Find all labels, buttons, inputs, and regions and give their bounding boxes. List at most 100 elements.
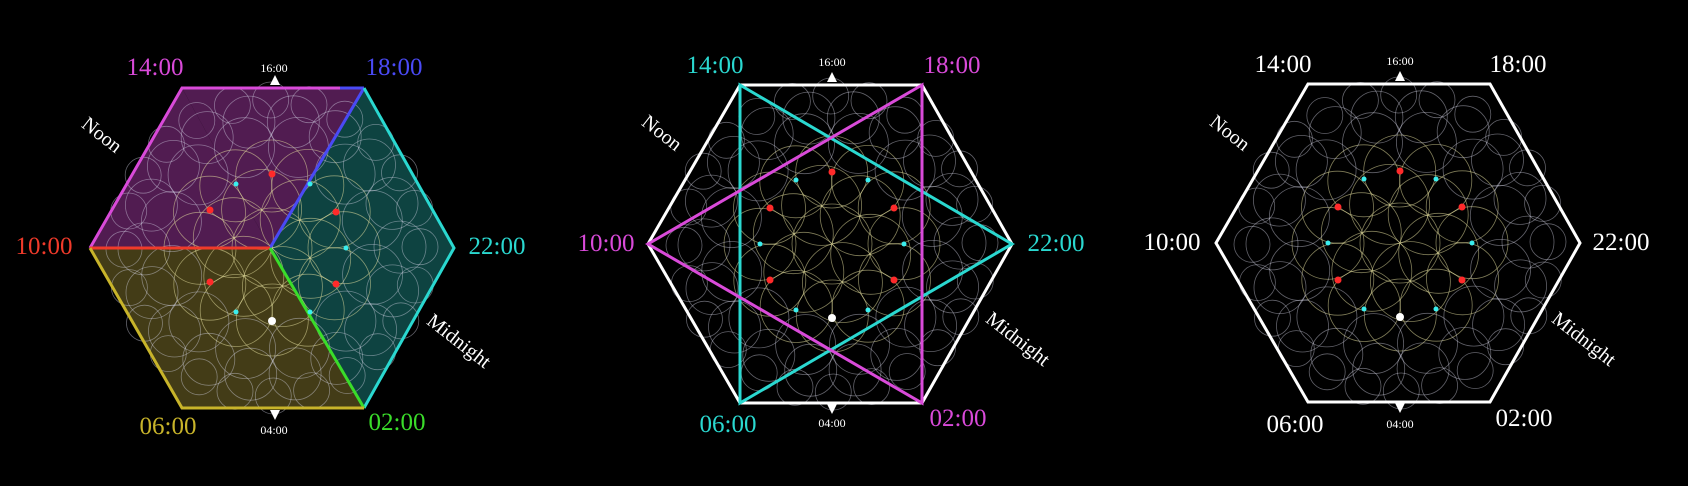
pattern-circle [1456, 352, 1494, 389]
label-0600: 06:00 [700, 411, 757, 438]
pattern-circle [752, 193, 834, 275]
pattern-circle [199, 274, 273, 347]
dot-red [332, 280, 340, 288]
pattern-circle [723, 207, 797, 281]
dot-cyan [307, 309, 313, 315]
pattern-circle [700, 187, 762, 249]
pattern-circle [1320, 192, 1402, 274]
hexagon-diagram-3: 14:00 16:00 18:00 22:00 02:00 04:00 06:0… [1128, 0, 1688, 486]
pattern-circle [192, 197, 274, 279]
label-midnight: Midnight [423, 310, 496, 373]
pattern-circle [827, 112, 889, 174]
pattern-circle [1295, 139, 1357, 201]
dot-cyan [1325, 240, 1331, 246]
pattern-circle [141, 245, 203, 306]
hexagon-diagram-1-svg: 14:00 16:00 18:00 22:00 02:00 04:00 06:0… [16, 54, 526, 440]
label-1000: 10:00 [1144, 229, 1201, 256]
marker-bottom [827, 404, 837, 414]
pattern-circle [1349, 163, 1431, 245]
pattern-circle [307, 211, 381, 285]
pattern-circle [850, 82, 888, 120]
marker-top [827, 72, 837, 82]
marker-bottom [1395, 403, 1405, 413]
pattern-circle [902, 239, 964, 301]
pattern-circle [903, 134, 956, 188]
circle-pattern-1 [105, 81, 439, 415]
pattern-circle [926, 260, 980, 314]
pattern-circle [830, 213, 912, 295]
pattern-circle [1485, 118, 1523, 156]
edge-green [268, 247, 366, 409]
pattern-circle [365, 176, 419, 230]
pattern-circle [888, 353, 926, 390]
pattern-circle [1501, 215, 1555, 269]
pattern-circle [1387, 174, 1469, 256]
dot-cyan [757, 241, 763, 247]
edge-yellow [88, 247, 364, 410]
pattern-circle [868, 106, 922, 160]
label-0400: 04:00 [818, 416, 845, 430]
dot-cyan [865, 177, 871, 183]
pattern-circle [819, 175, 901, 257]
label-1600: 16:00 [818, 55, 845, 69]
triangle-cyan [738, 82, 1015, 406]
pattern-circle [728, 287, 790, 349]
dot-red [1396, 167, 1404, 175]
hexagon-diagram-2: 14:00 16:00 18:00 22:00 02:00 04:00 06:0… [562, 0, 1122, 486]
pattern-circle [773, 83, 811, 120]
pattern-circle [1327, 269, 1401, 342]
marker-bottom [270, 410, 280, 420]
pattern-circle [1253, 261, 1307, 315]
circle-pattern-3 [1233, 76, 1567, 410]
pattern-circle [686, 300, 723, 338]
pattern-circle [919, 329, 957, 367]
pattern-circle [782, 91, 836, 145]
pattern-circle [1344, 367, 1382, 405]
label-2200: 22:00 [469, 233, 526, 260]
label-2200: 22:00 [1593, 229, 1650, 256]
pattern-circle [1454, 95, 1492, 133]
pattern-circle [941, 150, 978, 188]
dot-red [1334, 276, 1342, 284]
marker-top [1395, 71, 1405, 81]
hexagon-diagram-2-svg: 14:00 16:00 18:00 22:00 02:00 04:00 06:0… [578, 52, 1085, 438]
label-1800: 18:00 [366, 54, 423, 81]
dot-red [890, 204, 898, 212]
pattern-circle [1343, 313, 1405, 375]
pattern-circle [146, 139, 200, 193]
pattern-circle [1341, 82, 1379, 119]
pattern-circle [214, 117, 275, 179]
pattern-circle [1350, 90, 1404, 144]
edge-cyan [362, 87, 456, 409]
pattern-circle [1296, 286, 1358, 348]
pattern-circle [1443, 285, 1505, 347]
pattern-circle [1331, 230, 1413, 312]
label-midnight: Midnight [982, 308, 1055, 371]
pattern-circle [763, 231, 845, 313]
pattern-circle [310, 331, 364, 385]
pattern-circle [235, 283, 309, 357]
pattern-circle [1276, 299, 1329, 353]
pattern-circle [1342, 112, 1403, 174]
dot-cyan [1361, 306, 1367, 312]
pattern-circle [167, 144, 229, 206]
label-0600: 06:00 [140, 413, 197, 440]
pattern-circle [328, 357, 366, 394]
pattern-circle [1493, 171, 1547, 225]
region-yellow [90, 248, 364, 408]
pattern-circle [1252, 173, 1306, 227]
pattern-circle [1291, 206, 1365, 280]
pattern-circle [1233, 225, 1271, 263]
pattern-circle [270, 217, 352, 299]
pattern-circle [759, 270, 833, 343]
dot-white [828, 314, 836, 322]
dot-cyan [793, 307, 799, 313]
dot-cyan [793, 177, 799, 183]
label-0200: 02:00 [930, 405, 987, 432]
dot-red [332, 208, 340, 216]
dot-cyan [1361, 176, 1367, 182]
pattern-circle [1421, 367, 1459, 405]
edge-blue [268, 87, 366, 249]
pattern-circle [1359, 202, 1441, 284]
pattern-circle [1252, 151, 1290, 189]
